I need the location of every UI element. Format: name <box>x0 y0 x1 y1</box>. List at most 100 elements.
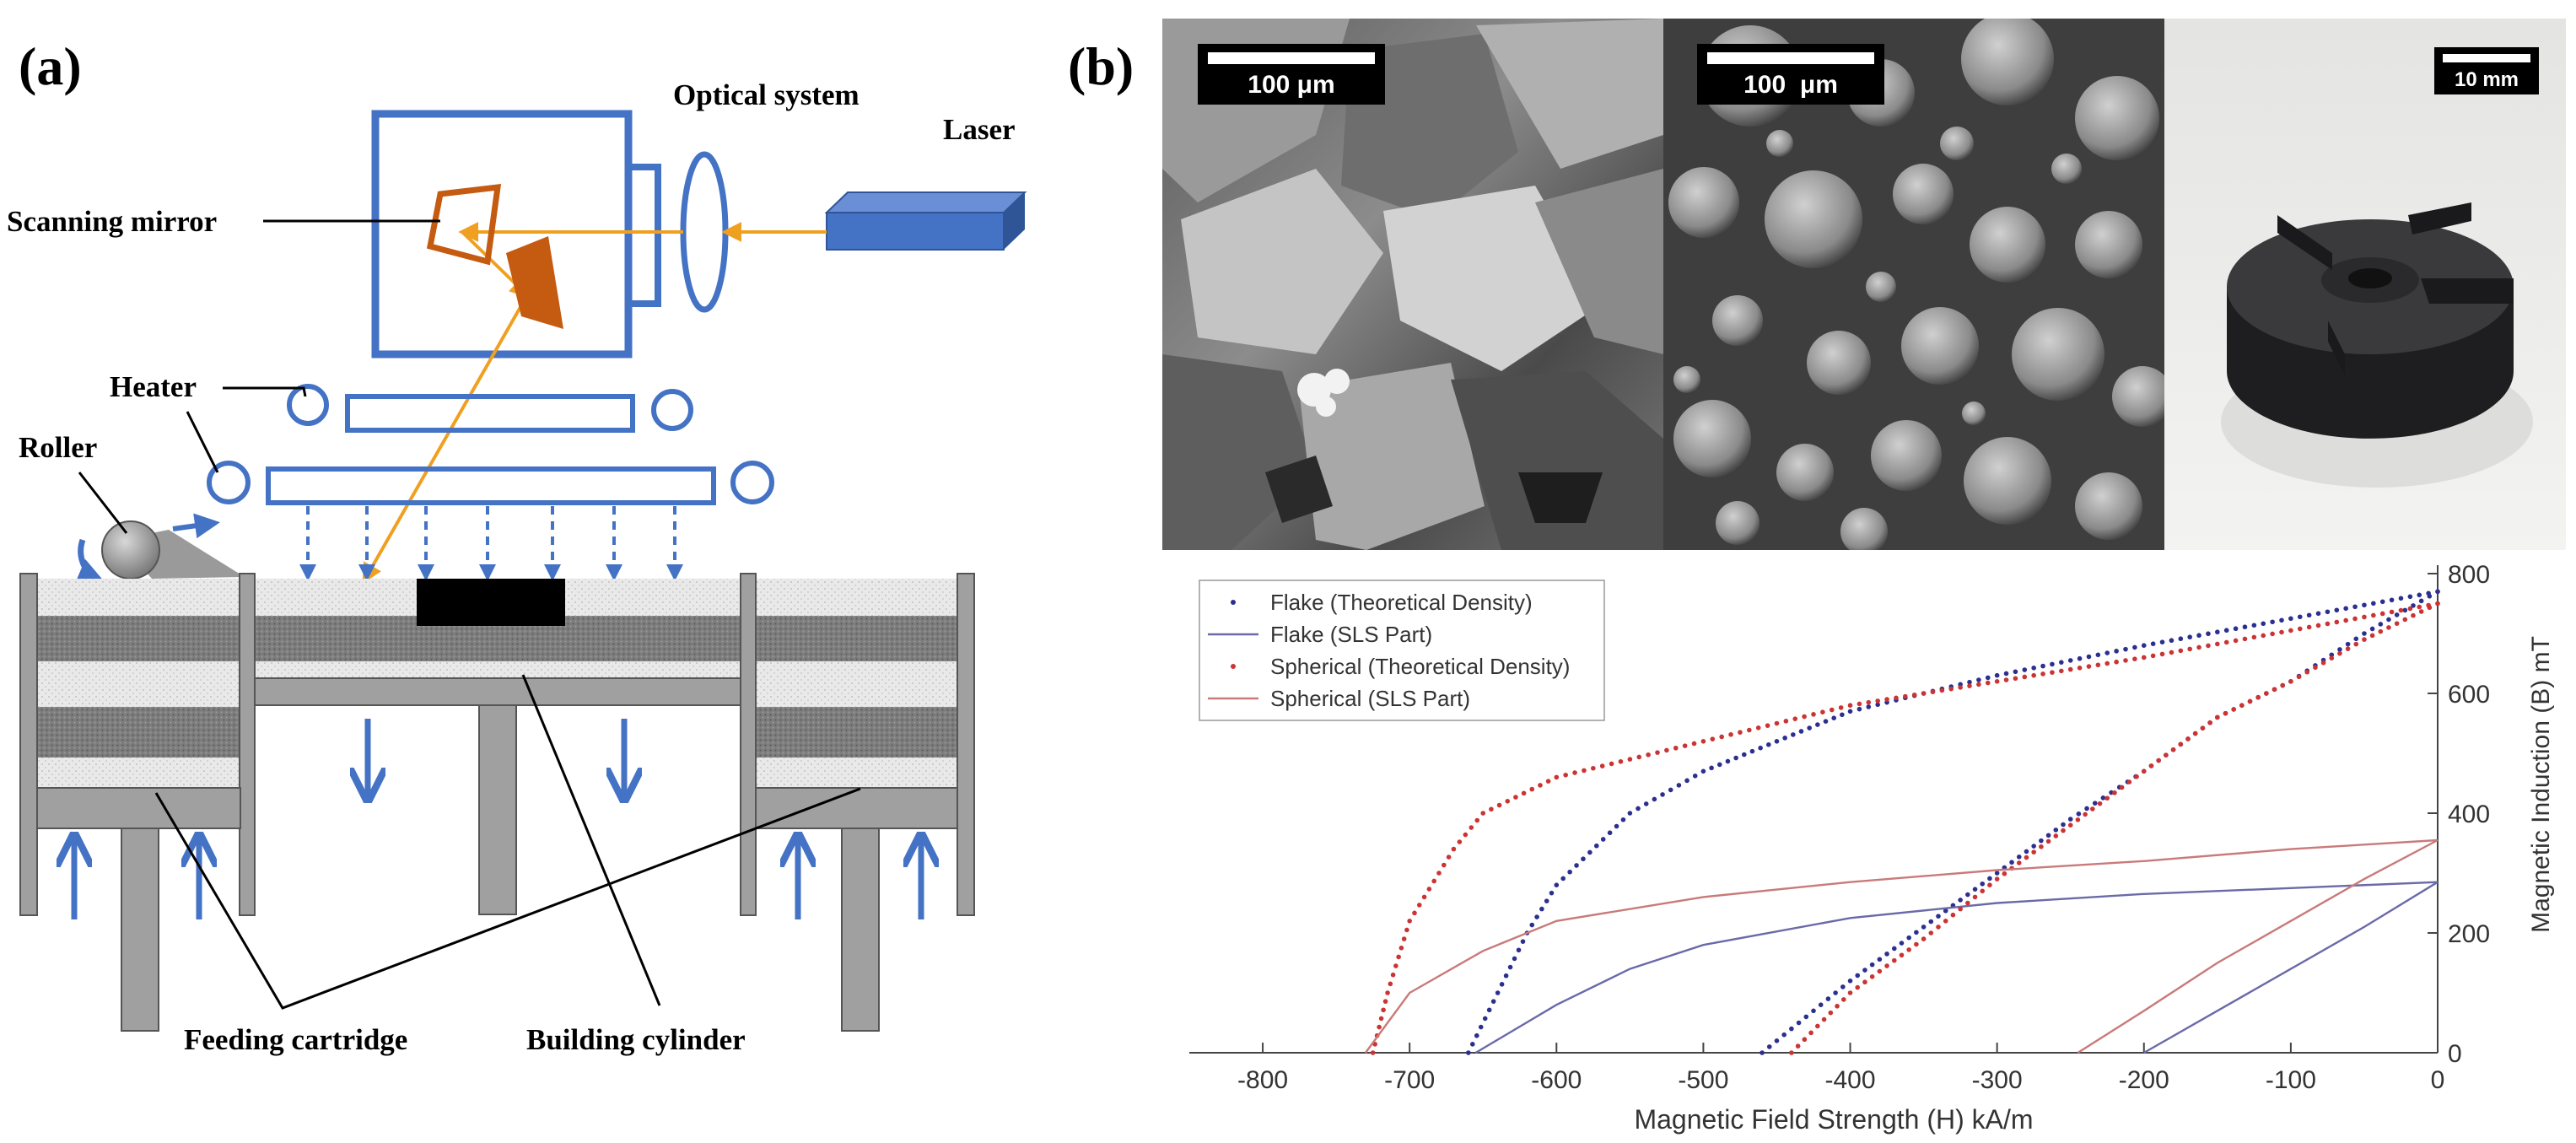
series-2-upper <box>1370 601 2440 1055</box>
data-point <box>2369 633 2375 639</box>
data-point <box>1847 990 1853 995</box>
data-point <box>1382 999 1388 1004</box>
data-point <box>2296 674 2302 680</box>
data-point <box>1381 1007 1386 1013</box>
data-point <box>1811 712 1816 717</box>
data-point <box>1749 748 1755 754</box>
data-point <box>1818 1002 1824 1007</box>
data-point <box>1884 963 1889 968</box>
data-point <box>2398 607 2404 613</box>
data-point <box>2170 747 2176 752</box>
y-tick-label: 200 <box>2448 920 2490 948</box>
data-point <box>2200 725 2206 731</box>
data-point <box>1691 741 1697 747</box>
data-point <box>1393 963 1398 968</box>
data-point <box>2215 641 2220 647</box>
data-point <box>1652 796 1657 802</box>
data-point <box>1862 979 1867 985</box>
data-point <box>2362 602 2367 608</box>
data-point <box>2013 676 2018 682</box>
data-point <box>1646 752 1651 758</box>
data-point <box>1928 930 1934 935</box>
data-point <box>2164 752 2169 758</box>
data-point <box>1474 1032 1479 1038</box>
data-point <box>1398 945 1404 951</box>
data-point <box>1738 730 1743 735</box>
data-point <box>2067 658 2073 663</box>
data-point <box>2362 631 2367 636</box>
data-point <box>2207 720 2212 725</box>
data-point <box>2196 644 2201 650</box>
data-point <box>1607 830 1613 836</box>
data-point <box>1840 984 1846 989</box>
data-point <box>2187 646 2192 652</box>
data-point <box>1581 856 1586 862</box>
data-point <box>1474 817 1480 823</box>
data-point <box>1431 878 1436 884</box>
data-point <box>1401 936 1407 941</box>
data-point <box>2223 710 2228 716</box>
data-point <box>2427 605 2433 611</box>
data-point <box>1930 689 1936 695</box>
data-point <box>1943 908 1948 914</box>
data-point <box>2402 607 2408 613</box>
data-point <box>2045 833 2051 838</box>
panel-b-label: (b) <box>1068 36 1134 96</box>
data-point <box>1921 691 1927 696</box>
data-point <box>2435 601 2440 607</box>
data-point <box>1857 701 1862 707</box>
data-point <box>2251 634 2257 640</box>
data-point <box>1847 979 1853 984</box>
data-point <box>2114 659 2119 665</box>
data-point <box>1627 811 1633 816</box>
machine-frame <box>19 573 975 1032</box>
data-point <box>2297 626 2303 632</box>
data-point <box>1457 839 1463 844</box>
data-point <box>2050 670 2055 675</box>
data-point <box>2090 806 2095 811</box>
data-point <box>2215 714 2220 720</box>
data-point <box>2255 694 2261 700</box>
data-point <box>2003 677 2009 682</box>
data-point <box>1943 919 1948 924</box>
data-point <box>1884 952 1889 957</box>
legend-entry: Flake (Theoretical Density) <box>1270 590 1533 615</box>
data-point <box>1587 849 1592 855</box>
data-point <box>1755 725 1761 731</box>
optical-housing <box>371 110 661 359</box>
data-point <box>1987 882 1992 887</box>
data-point <box>2013 669 2018 675</box>
data-point <box>1808 1030 1813 1036</box>
data-point <box>1958 685 1963 690</box>
data-point <box>2156 758 2161 763</box>
data-point <box>2178 636 2184 642</box>
data-point <box>1385 990 1390 995</box>
data-point <box>2067 822 2073 828</box>
data-point <box>1436 871 1442 876</box>
sem-flake-image <box>1162 19 1663 550</box>
data-point <box>1482 1016 1488 1022</box>
data-point <box>1673 745 1679 751</box>
data-point <box>1798 729 1804 734</box>
data-point <box>1655 750 1660 755</box>
data-point <box>2435 589 2440 595</box>
data-point <box>2233 638 2239 644</box>
y-axis-label: Magnetic Induction (B) mT <box>2527 636 2555 933</box>
data-point <box>1636 806 1641 811</box>
data-point <box>1396 954 1401 960</box>
data-point <box>1774 739 1780 744</box>
x-tick-label: -400 <box>1825 1066 1876 1094</box>
data-point <box>1545 779 1551 784</box>
data-point <box>2097 801 2103 806</box>
y-tick-label: 800 <box>2448 561 2490 589</box>
data-point <box>2231 707 2236 712</box>
data-point <box>1866 699 1872 705</box>
data-point <box>1664 747 1669 753</box>
data-point <box>2024 849 2029 855</box>
data-point <box>2325 621 2331 627</box>
data-point <box>2053 833 2059 838</box>
data-point <box>1980 881 1986 887</box>
data-point <box>2185 736 2191 741</box>
data-point <box>1505 799 1511 804</box>
movement-arrows <box>74 719 921 919</box>
